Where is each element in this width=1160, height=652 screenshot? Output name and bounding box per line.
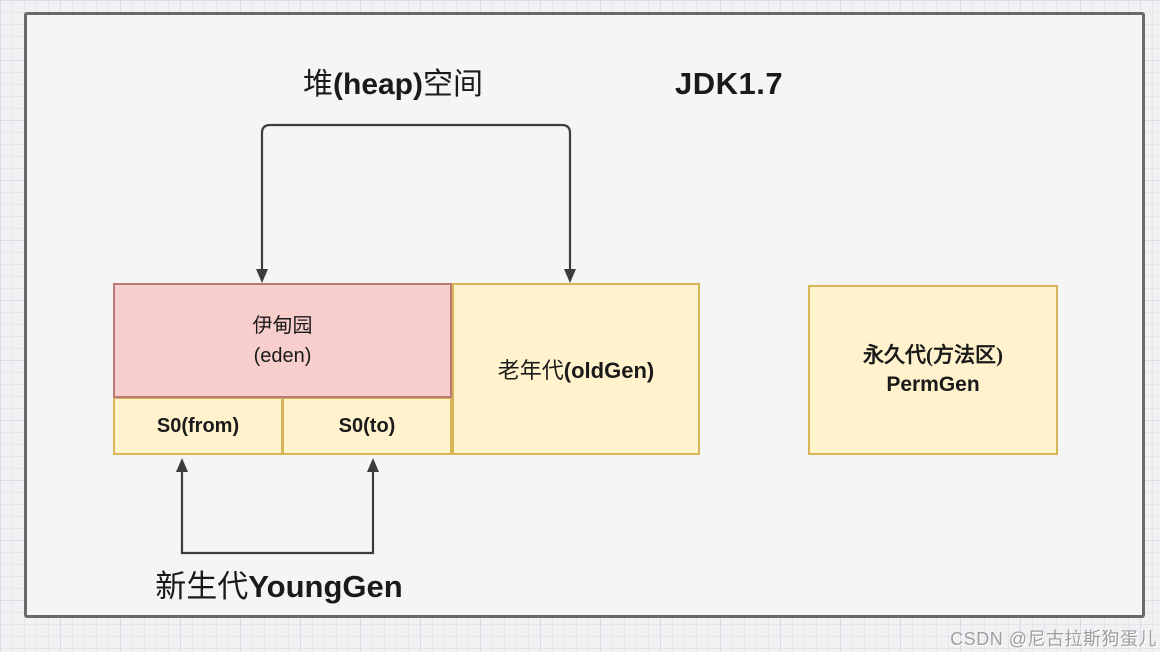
permgen-box: 永久代(方法区) PermGen <box>808 285 1058 455</box>
eden-box: 伊甸园 (eden) <box>113 283 452 398</box>
oldgen-label-cn: 老年代 <box>497 358 564 383</box>
younggen-label-cn: 新生代 <box>155 569 249 604</box>
csdn-watermark: CSDN @尼古拉斯狗蛋儿 <box>950 629 1157 649</box>
permgen-label-cn: 永久代(方法区) <box>863 343 1003 367</box>
oldgen-label: 老年代(oldGen) <box>498 353 654 385</box>
s0-to-box: S0(to) <box>282 397 452 455</box>
oldgen-box: 老年代(oldGen) <box>452 283 700 455</box>
oldgen-label-latin: (oldGen) <box>563 358 655 383</box>
heap-title: 堆(heap)空间 <box>273 67 513 103</box>
heap-title-cn-left: 堆 <box>303 68 333 101</box>
eden-label-latin: (eden) <box>253 344 312 367</box>
s0-from-box: S0(from) <box>113 397 283 455</box>
s0-to-label: S0(to) <box>338 414 396 437</box>
jdk-version-label: JDK1.7 <box>675 66 784 101</box>
younggen-label: 新生代YoungGen <box>118 561 440 606</box>
heap-title-cn-right: 空间 <box>423 68 483 101</box>
eden-label-cn: 伊甸园 <box>252 314 313 337</box>
heap-title-latin: (heap) <box>333 68 423 101</box>
younggen-label-latin: YoungGen <box>248 569 403 604</box>
s0-from-label: S0(from) <box>156 414 240 437</box>
permgen-label-latin: PermGen <box>886 373 980 396</box>
